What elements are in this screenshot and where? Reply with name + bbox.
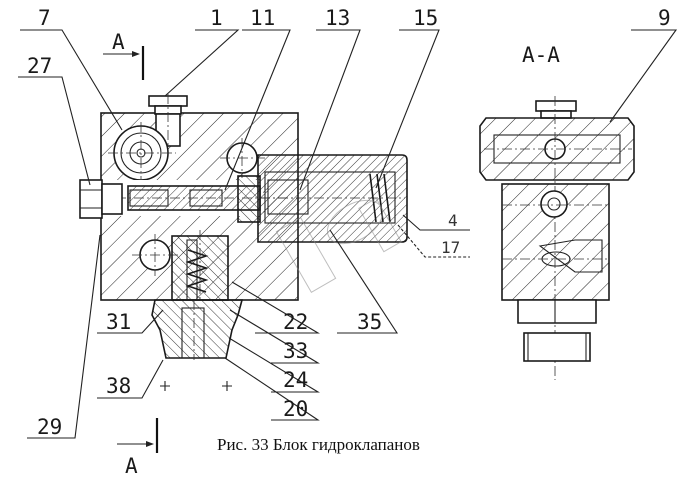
- extension-housing-part-35: [237, 154, 408, 243]
- plug-part-7: [108, 122, 176, 186]
- hex-fitting-aa: [517, 299, 597, 324]
- callout-17: 17: [441, 238, 460, 257]
- callout-1: 1: [210, 6, 223, 30]
- callout-24: 24: [283, 368, 308, 392]
- section-marker-top: A: [103, 30, 145, 80]
- center-mark-right: [222, 381, 232, 391]
- ball-lower: [132, 234, 178, 276]
- leader-lines: [18, 29, 678, 439]
- callout-15: 15: [413, 6, 438, 30]
- fitting-part-20: [151, 299, 244, 360]
- ball-aa: [540, 190, 568, 218]
- center-mark-left: [160, 381, 170, 391]
- callout-7: 7: [38, 6, 51, 30]
- callout-20: 20: [283, 397, 308, 421]
- callout-27: 27: [27, 54, 52, 78]
- callout-35: 35: [357, 310, 382, 334]
- section-view-aa: [479, 96, 635, 380]
- main-view: [79, 94, 408, 391]
- bolt-top-aa: [535, 100, 577, 119]
- callout-29: 29: [37, 415, 62, 439]
- lower-valve-cartridge: [171, 230, 229, 301]
- watermark: [275, 197, 402, 293]
- plug-part-27: [79, 179, 123, 219]
- side-port-aa: [538, 239, 603, 273]
- section-letter-top: A: [112, 30, 125, 54]
- callout-11: 11: [250, 6, 275, 30]
- section-view-title: A-A: [522, 43, 560, 67]
- figure-caption: Рис. 33 Блок гидроклапанов: [217, 435, 420, 454]
- callout-22: 22: [283, 310, 308, 334]
- thread-aa: [523, 332, 591, 362]
- callout-9: 9: [658, 6, 671, 30]
- callout-4: 4: [448, 211, 458, 230]
- section-letter-bottom: A: [125, 454, 138, 478]
- callout-13: 13: [325, 6, 350, 30]
- callout-31: 31: [106, 310, 131, 334]
- section-marker-bottom: A: [117, 418, 159, 478]
- callout-33: 33: [283, 339, 308, 363]
- callout-38: 38: [106, 374, 131, 398]
